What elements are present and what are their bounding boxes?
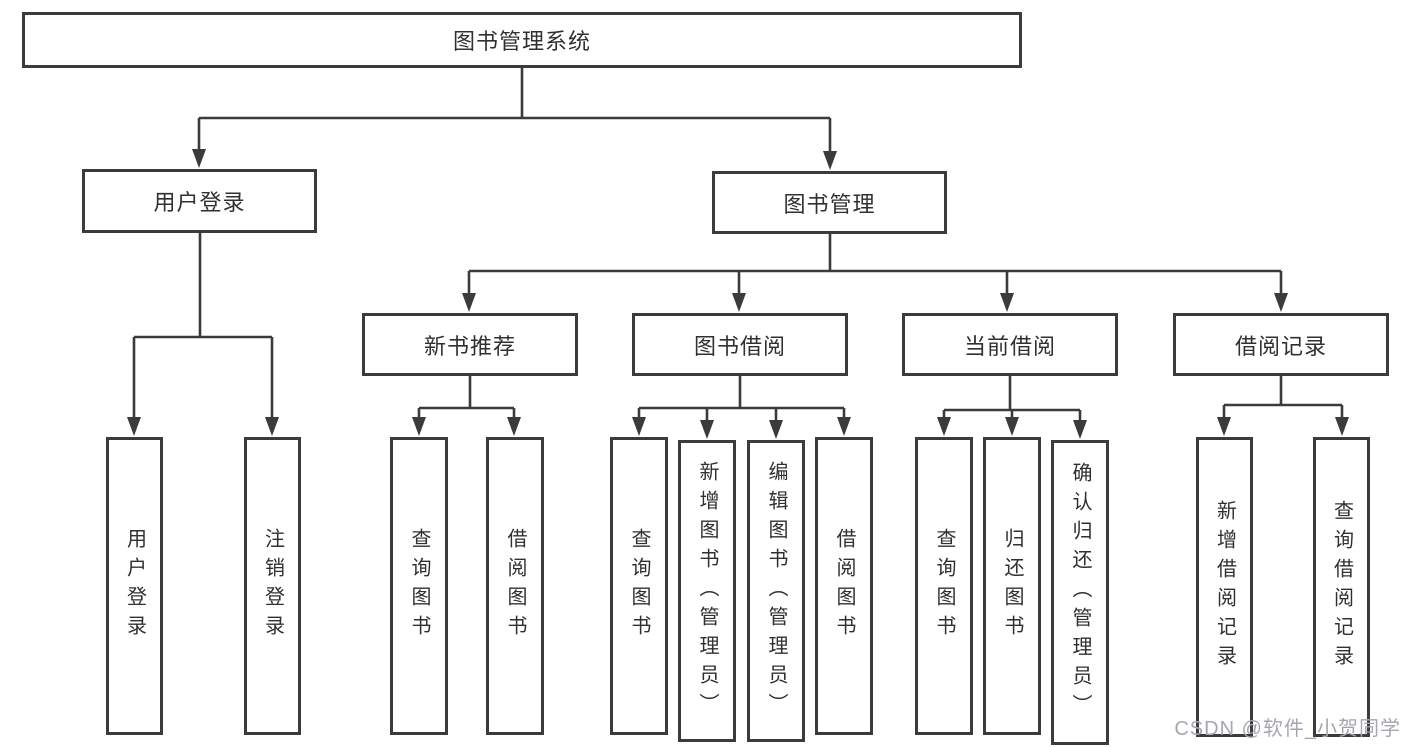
leaf-query-borrow-record: 查询借阅记录 — [1313, 437, 1370, 737]
leaf-query-books-1: 查询图书 — [390, 437, 448, 735]
leaf-borrow-books-1-label: 借阅图书 — [504, 528, 526, 644]
leaf-add-book-admin: 新增图书（管理员） — [678, 440, 736, 742]
node-book-management-label: 图书管理 — [783, 191, 876, 217]
node-book-management: 图书管理 — [712, 171, 947, 234]
leaf-return-book-label: 归还图书 — [1001, 528, 1023, 644]
node-current-borrow-label: 当前借阅 — [963, 333, 1056, 359]
leaf-confirm-return-admin-label: 确认归还（管理员） — [1069, 462, 1091, 723]
leaf-edit-book-admin: 编辑图书（管理员） — [747, 440, 805, 742]
leaf-edit-book-admin-label: 编辑图书（管理员） — [765, 460, 787, 722]
leaf-return-book: 归还图书 — [983, 437, 1041, 735]
leaf-borrow-books-2-label: 借阅图书 — [833, 528, 855, 644]
leaf-query-books-2: 查询图书 — [610, 437, 668, 735]
leaf-logout-label: 注销登录 — [261, 528, 284, 644]
node-new-book-recommend-label: 新书推荐 — [423, 333, 516, 359]
leaf-query-books-3: 查询图书 — [915, 437, 973, 735]
leaf-add-borrow-record: 新增借阅记录 — [1196, 437, 1253, 737]
node-current-borrow: 当前借阅 — [902, 313, 1118, 376]
leaf-query-borrow-record-label: 查询借阅记录 — [1330, 500, 1353, 674]
leaf-user-login: 用户登录 — [106, 437, 163, 735]
leaf-borrow-books-2: 借阅图书 — [815, 437, 873, 735]
node-book-borrow-label: 图书借阅 — [693, 333, 786, 359]
leaf-add-book-admin-label: 新增图书（管理员） — [696, 460, 718, 722]
csdn-watermark: CSDN @软件_小贺同学 — [1174, 718, 1401, 740]
node-root-label: 图书管理系统 — [452, 29, 591, 54]
leaf-query-books-2-label: 查询图书 — [628, 528, 650, 644]
node-root: 图书管理系统 — [22, 12, 1022, 68]
leaf-confirm-return-admin: 确认归还（管理员） — [1051, 440, 1109, 745]
node-borrow-records-label: 借阅记录 — [1234, 333, 1327, 359]
node-new-book-recommend: 新书推荐 — [362, 313, 578, 376]
node-borrow-records: 借阅记录 — [1173, 313, 1389, 376]
leaf-user-login-label: 用户登录 — [123, 528, 146, 644]
node-user-login-label: 用户登录 — [153, 190, 246, 215]
leaf-logout: 注销登录 — [244, 437, 301, 735]
leaf-add-borrow-record-label: 新增借阅记录 — [1213, 500, 1236, 674]
leaf-query-books-1-label: 查询图书 — [408, 528, 430, 644]
leaf-borrow-books-1: 借阅图书 — [486, 437, 544, 735]
leaf-query-books-3-label: 查询图书 — [933, 528, 955, 644]
node-book-borrow: 图书借阅 — [632, 313, 848, 376]
node-user-login: 用户登录 — [82, 169, 317, 233]
